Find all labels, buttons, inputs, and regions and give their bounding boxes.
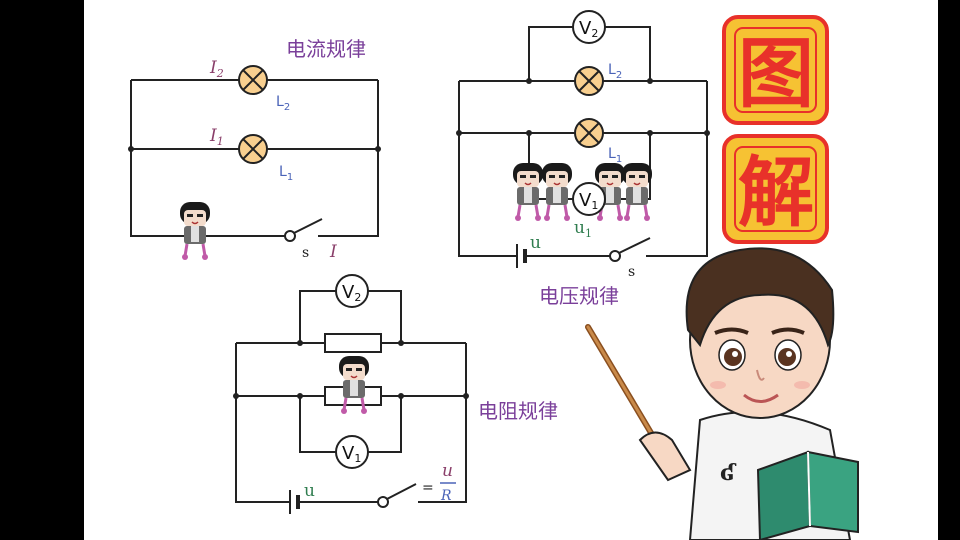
battery bbox=[289, 490, 300, 514]
switch bbox=[377, 483, 417, 508]
svg-text:V1: V1 bbox=[579, 190, 598, 212]
svg-text:V2: V2 bbox=[579, 18, 598, 40]
svg-text:V1: V1 bbox=[342, 443, 361, 465]
label-i2: I2 bbox=[209, 58, 224, 80]
teacher-illustration: ʛ bbox=[585, 247, 859, 540]
switch bbox=[609, 237, 651, 262]
voltage-law-circuit: V2 V1 L2 L1 u u1 s 电压规律 bbox=[456, 10, 710, 308]
voltmeter-v1: V1 bbox=[572, 182, 606, 216]
resistance-law-title: 电阻规律 bbox=[478, 399, 558, 423]
cartoon-kid bbox=[511, 161, 545, 223]
label-l2: L2 bbox=[276, 94, 290, 113]
current-law-title: 电流规律 bbox=[286, 37, 366, 61]
resistor-r2 bbox=[324, 333, 382, 353]
label-u1: u1 bbox=[574, 218, 592, 240]
title-badge: 图 解 bbox=[722, 15, 829, 244]
hand bbox=[638, 431, 692, 482]
badge-char-2: 解 bbox=[738, 148, 814, 237]
cartoon-kid bbox=[540, 161, 574, 223]
fraction-numerator: u bbox=[442, 461, 453, 481]
label-l1: L1 bbox=[279, 164, 293, 183]
lamp-l2 bbox=[574, 66, 604, 96]
resistance-law-circuit: V2 V1 电阻规律 u = u R bbox=[233, 274, 558, 514]
cartoon-kid bbox=[178, 200, 212, 262]
letterbox-right bbox=[938, 0, 960, 540]
lamp-l2 bbox=[238, 65, 268, 95]
label-switch: s bbox=[302, 245, 309, 261]
label-u: u bbox=[304, 481, 315, 501]
current-law-circuit: 电流规律 I2 I1 L2 L1 s I bbox=[128, 37, 381, 262]
label-l1: L1 bbox=[608, 146, 622, 165]
voltmeter-v1: V1 bbox=[335, 435, 369, 469]
shirt-logo-icon: ʛ bbox=[720, 460, 737, 486]
svg-text:V2: V2 bbox=[342, 282, 361, 304]
cartoon-kid bbox=[620, 161, 654, 223]
label-switch: s bbox=[628, 264, 635, 280]
label-i1: I1 bbox=[209, 126, 224, 148]
badge-char-1: 图 bbox=[738, 29, 814, 118]
label-u: u bbox=[530, 233, 541, 253]
letterbox-left bbox=[0, 0, 84, 540]
lamp-l1 bbox=[574, 118, 604, 148]
switch bbox=[284, 218, 323, 242]
voltmeter-v2: V2 bbox=[572, 10, 606, 44]
fraction-denominator: R bbox=[440, 488, 452, 504]
lamp-l1 bbox=[238, 134, 268, 164]
voltmeter-v2: V2 bbox=[335, 274, 369, 308]
label-equals: = bbox=[422, 480, 434, 496]
book-icon bbox=[756, 450, 859, 540]
label-l2: L2 bbox=[608, 62, 622, 81]
voltage-law-title: 电压规律 bbox=[539, 284, 619, 308]
label-i: I bbox=[329, 242, 337, 262]
hair bbox=[685, 247, 835, 348]
battery bbox=[516, 244, 527, 268]
